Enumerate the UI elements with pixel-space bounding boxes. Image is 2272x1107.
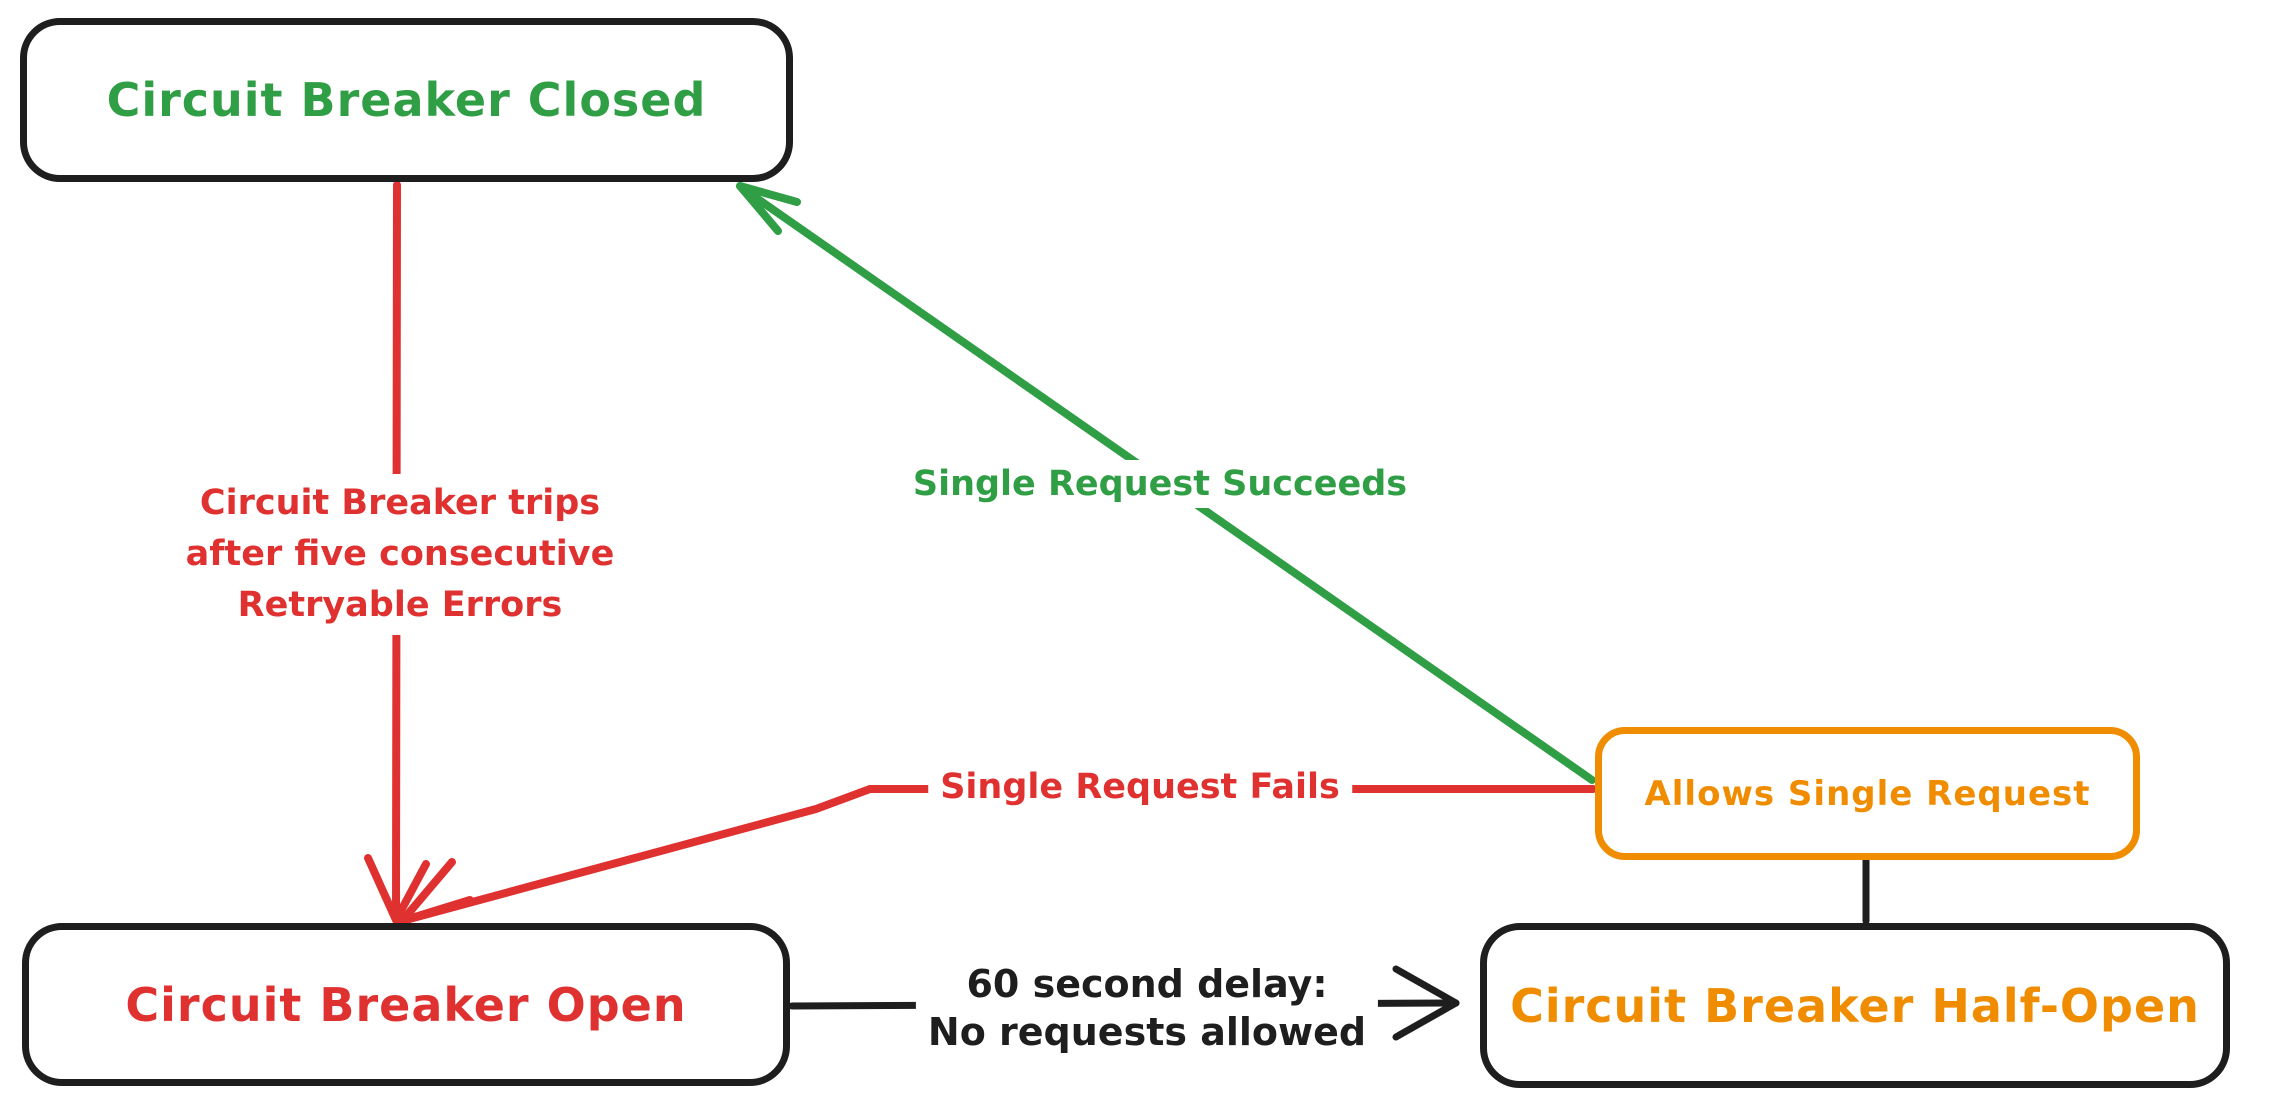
delay-arrow-label-line2: No requests allowed <box>927 1010 1367 1054</box>
node-circuit-breaker-open: Circuit Breaker Open <box>22 923 790 1086</box>
trip-arrow-label-line1: Circuit Breaker trips <box>199 483 601 523</box>
node-allows-single-request-label: Allows Single Request <box>1644 773 2091 814</box>
node-open-label: Circuit Breaker Open <box>125 977 687 1032</box>
node-circuit-breaker-closed: Circuit Breaker Closed <box>20 18 793 182</box>
node-circuit-breaker-half-open: Circuit Breaker Half-Open <box>1480 923 2230 1088</box>
delay-arrow-label: 60 second delay: No requests allowed <box>915 956 1379 1060</box>
node-allows-single-request: Allows Single Request <box>1595 727 2140 860</box>
node-closed-label: Circuit Breaker Closed <box>106 73 707 127</box>
node-half-open-label: Circuit Breaker Half-Open <box>1510 978 2200 1033</box>
trip-arrow-label-line3: Retryable Errors <box>237 585 563 625</box>
fail-arrow-label: Single Request Fails <box>928 763 1352 811</box>
trip-arrow-label-line2: after five consecutive <box>185 534 615 574</box>
delay-arrow-label-line1: 60 second delay: <box>966 962 1328 1006</box>
succeed-arrow-label: Single Request Succeeds <box>900 460 1420 508</box>
trip-arrow-label: Circuit Breaker trips after five consecu… <box>173 474 627 635</box>
